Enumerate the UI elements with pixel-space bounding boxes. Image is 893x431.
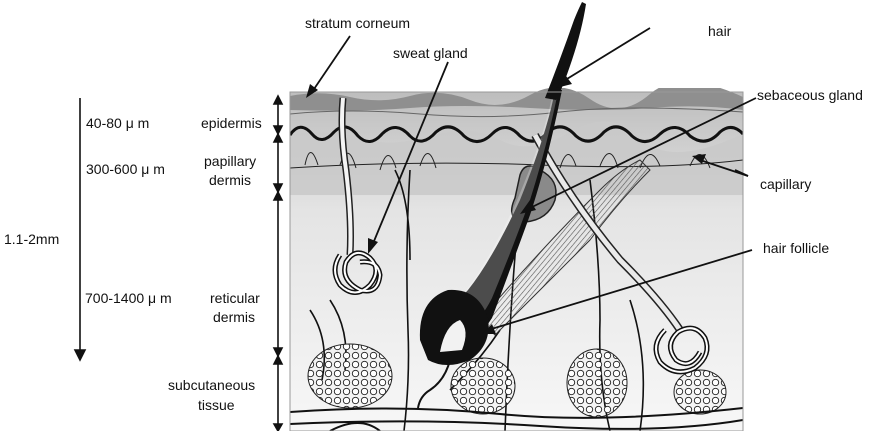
- thickness-reticular: 700-1400 μ m: [85, 290, 172, 306]
- thickness-papillary: 300-600 μ m: [86, 161, 165, 177]
- label-sebaceous-gland: sebaceous gland: [757, 87, 863, 103]
- label-subcutaneous-2: tissue: [198, 397, 235, 413]
- label-capillary: capillary: [760, 176, 811, 192]
- tissue-block: [290, 82, 743, 431]
- thickness-epidermis: 40-80 μ m: [86, 115, 149, 131]
- leader-stratum-corneum: [312, 36, 350, 92]
- label-subcutaneous-1: subcutaneous: [168, 377, 255, 393]
- label-reticular-2: dermis: [213, 309, 255, 325]
- total-depth-arrow: [75, 98, 85, 360]
- layer-brackets: [274, 96, 282, 431]
- label-hair-follicle: hair follicle: [763, 240, 829, 256]
- label-sweat-gland: sweat gland: [393, 45, 468, 61]
- label-papillary-1: papillary: [204, 153, 256, 169]
- label-epidermis: epidermis: [201, 115, 262, 131]
- label-stratum-corneum: stratum corneum: [305, 15, 410, 31]
- thickness-total: 1.1-2mm: [4, 231, 59, 247]
- label-hair: hair: [708, 23, 732, 39]
- label-papillary-2: dermis: [209, 172, 251, 188]
- label-reticular-1: reticular: [210, 290, 260, 306]
